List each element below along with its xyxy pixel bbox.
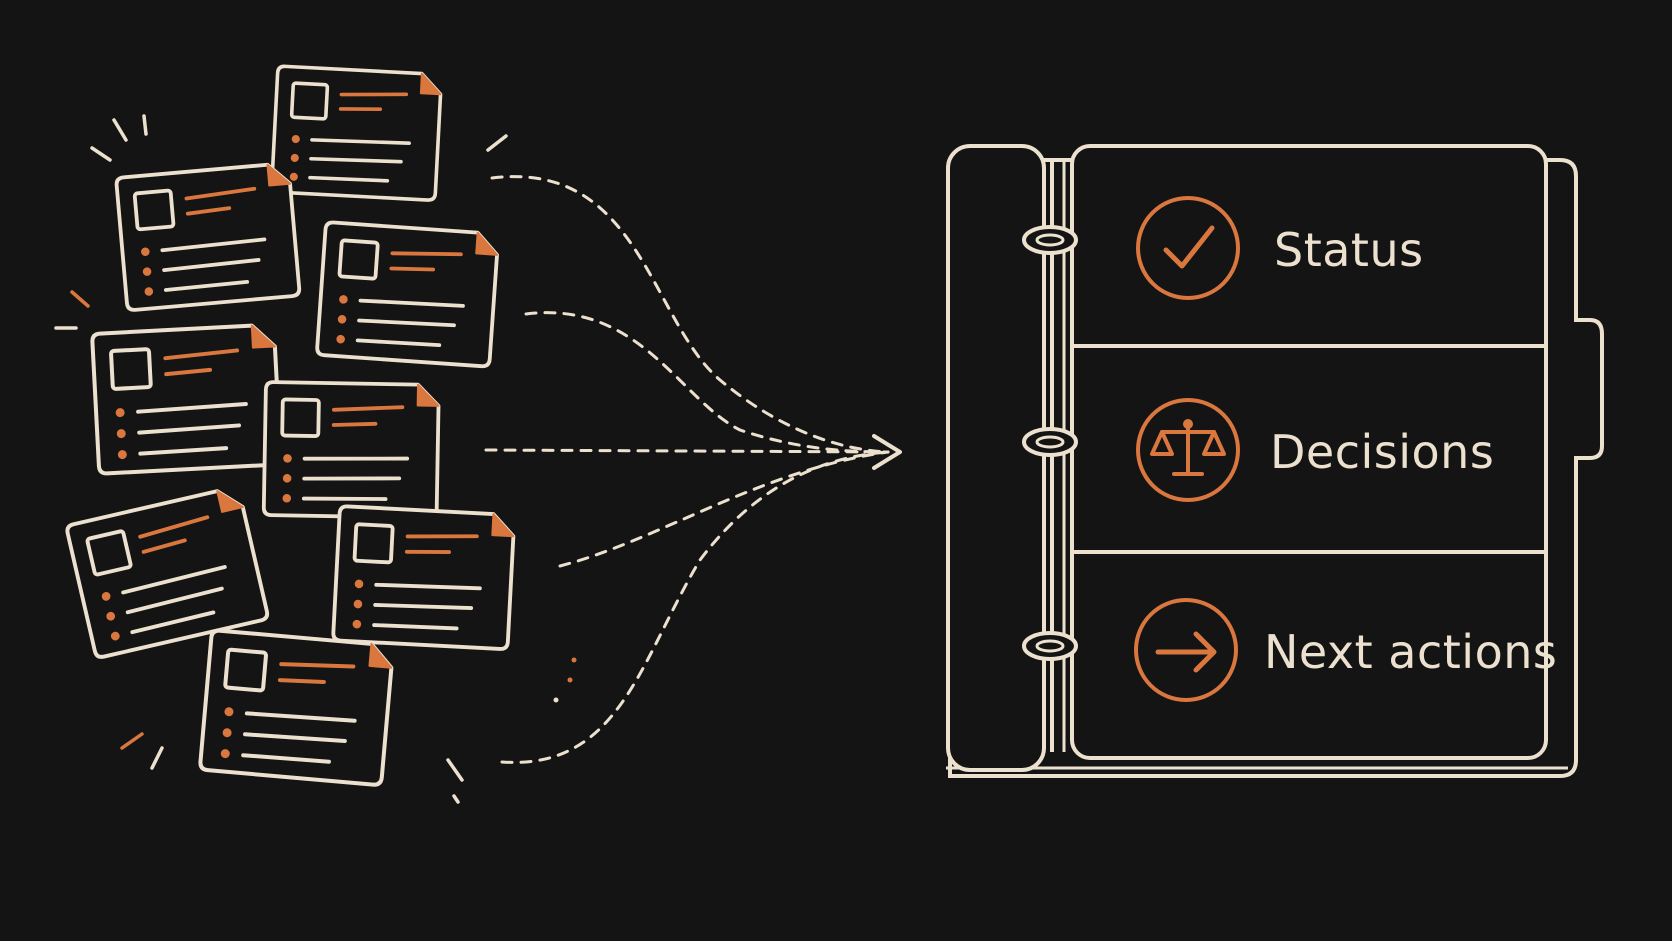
binder-ring — [1022, 631, 1078, 661]
note-card — [331, 504, 517, 652]
note-card — [261, 380, 441, 520]
scales-icon — [1150, 419, 1226, 476]
note-card — [197, 628, 396, 788]
motion-ticks — [54, 114, 577, 804]
note-card — [314, 220, 501, 369]
flow-lines — [484, 175, 890, 764]
binder-spine — [946, 144, 1046, 772]
section-label-status: Status — [1274, 223, 1424, 277]
binder-ring — [1022, 427, 1078, 457]
note-card — [92, 324, 281, 473]
section-next-actions: Next actions — [1134, 598, 1557, 702]
note-card — [114, 161, 302, 313]
checkmark-icon — [1163, 225, 1215, 269]
section-label-decisions: Decisions — [1270, 425, 1494, 479]
section-status: Status — [1136, 196, 1424, 300]
arrowhead — [872, 434, 902, 470]
binder-ring — [1022, 225, 1078, 255]
binder-tab — [1574, 318, 1604, 460]
arrow-right-icon — [1155, 631, 1217, 673]
section-label-next-actions: Next actions — [1264, 625, 1557, 679]
note-stack — [64, 64, 517, 788]
note-card — [269, 64, 444, 203]
section-decisions: Decisions — [1136, 398, 1494, 502]
